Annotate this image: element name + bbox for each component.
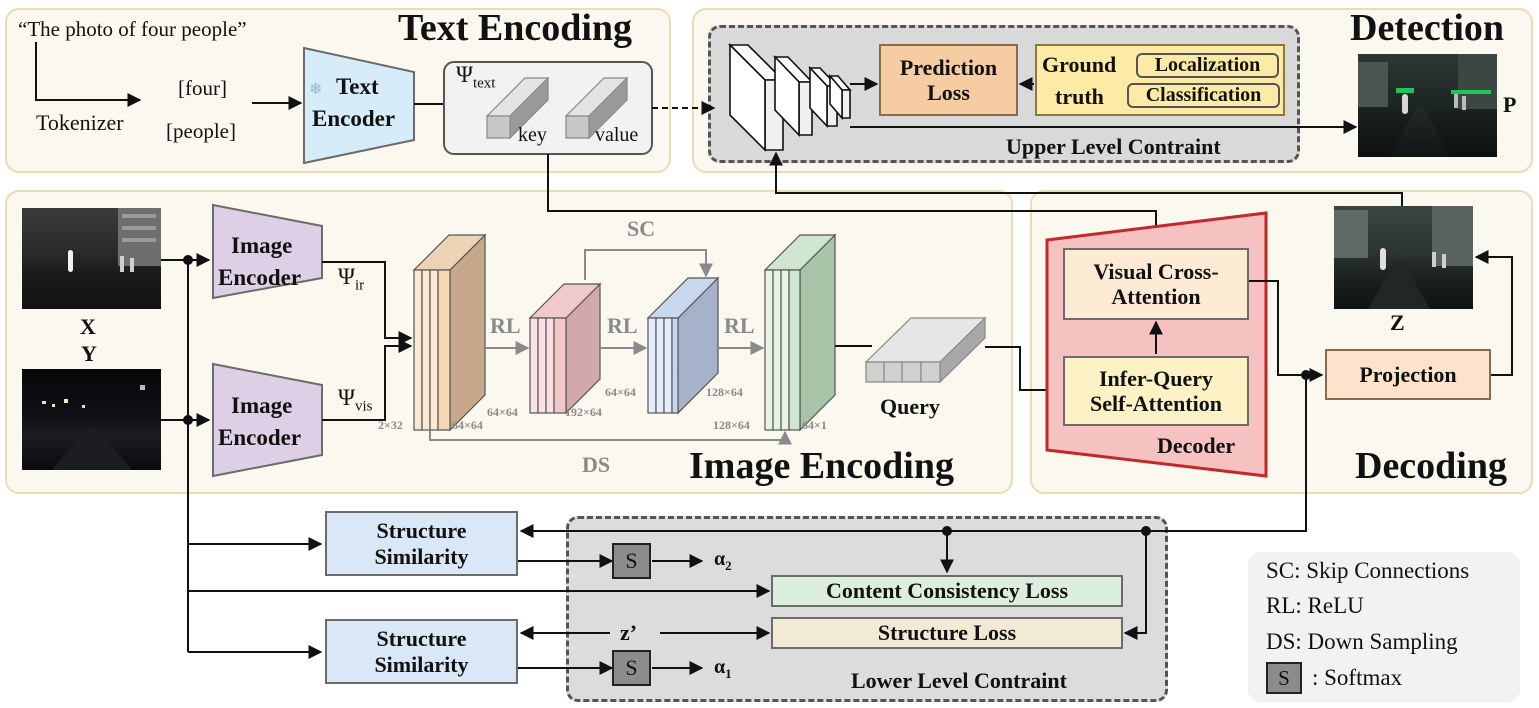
query-block-shape <box>864 316 987 384</box>
image-encoder-1-label-2: Encoder <box>218 265 302 290</box>
value-label: value <box>595 124 639 146</box>
ground-truth-label-2: truth <box>1055 84 1104 109</box>
decoder-label: Decoder <box>1157 433 1236 458</box>
lower-constraint-label: Lower Level Contraint <box>851 668 1067 693</box>
tokenizer-label: Tokenizer <box>36 110 124 135</box>
text-encoder-label-2: Encoder <box>312 106 396 131</box>
dim-label: 128×64 <box>706 385 743 399</box>
sc-label: SC <box>627 216 656 241</box>
image-encoder-2-label-1: Image <box>231 393 293 418</box>
dim-label: 128×64 <box>713 418 750 432</box>
output-z-label: Z <box>1390 310 1405 335</box>
detection-output-image <box>1358 54 1497 157</box>
output-p-label: P <box>1503 92 1517 117</box>
alpha-1-label: α1 <box>714 656 732 681</box>
cross-attention-box: Visual Cross-Attention <box>1063 248 1249 320</box>
rl-label-2: RL <box>607 313 638 338</box>
rl-label-1: RL <box>490 313 521 338</box>
snowflake-icon: ❄ <box>309 81 323 98</box>
alpha-2-label: α2 <box>714 548 732 573</box>
image-encoding-panel <box>5 190 1013 494</box>
psi-vis-label: Ψvis <box>338 385 373 415</box>
classification-tag: Classification <box>1127 83 1280 108</box>
junction-dot <box>183 255 193 265</box>
dim-label: 64×64 <box>605 385 636 399</box>
relu-arrows <box>429 249 792 445</box>
image-encoder-2-label-2: Encoder <box>218 425 302 450</box>
detector-network-shape <box>728 43 852 152</box>
input-connections <box>160 253 771 659</box>
lower-arrows <box>518 554 771 675</box>
decoding-title: Decoding <box>1355 445 1507 487</box>
detection-title: Detection <box>1350 7 1505 49</box>
legend-rl: RL: ReLU <box>1266 593 1364 618</box>
feature-stack-4-shape <box>763 233 837 432</box>
key-label: key <box>518 124 547 146</box>
decoder-to-lower-line <box>519 375 1307 538</box>
projection-to-z-arrow <box>1474 250 1513 376</box>
rl-label-3: RL <box>724 313 755 338</box>
key-bar-shape <box>485 76 550 140</box>
dim-label: 2×32 <box>378 418 403 432</box>
image-encoder-1-shape <box>212 203 323 300</box>
caption-quote: “The photo of four people” <box>18 17 247 41</box>
softmax-box-1: S <box>612 543 651 579</box>
lower-constraint-region <box>566 516 1168 702</box>
junction-dot <box>183 415 193 425</box>
text-encoding-title: Text Encoding <box>398 7 633 49</box>
softmax-box-2: S <box>612 650 651 686</box>
value-bar-shape <box>564 76 629 140</box>
tokenizer-arrow <box>35 42 142 107</box>
fused-output-image <box>1334 206 1473 309</box>
legend-softmax-symbol: S <box>1266 662 1302 694</box>
feature-stack-1-shape <box>412 233 487 432</box>
visible-input-image <box>22 369 161 470</box>
feature-stack-3-shape <box>646 276 720 415</box>
content-consistency-loss-box: Content Consistency Loss <box>771 575 1123 607</box>
input-y-label: Y <box>81 341 97 366</box>
query-to-self-attention-arrow <box>985 346 1062 397</box>
localization-tag: Localization <box>1136 53 1279 78</box>
projection-box: Projection <box>1325 349 1491 400</box>
ds-label: DS <box>582 452 611 477</box>
legend-softmax: : Softmax <box>1312 665 1403 690</box>
upper-constraint-label: Upper Level Contraint <box>1006 134 1221 159</box>
token-four: [four] <box>178 76 227 100</box>
to-structure-loss-arrow <box>1123 531 1147 640</box>
cross-attention-to-projection-line <box>1248 280 1324 382</box>
dim-label: 64×1 <box>802 418 827 432</box>
legend-ds: DS: Down Sampling <box>1266 629 1458 654</box>
text-encoder-shape <box>303 46 415 165</box>
psi-ir-label: Ψir <box>338 264 365 294</box>
input-x-label: X <box>80 314 96 339</box>
z-to-detector-arrow <box>769 151 1403 206</box>
dim-label: 64×64 <box>452 418 483 432</box>
psi-text-label: Ψtext <box>456 62 496 92</box>
z-prime-label: z’ <box>620 620 638 645</box>
dim-label: 64×64 <box>487 405 518 419</box>
ground-truth-box <box>1035 44 1285 116</box>
dim-label: 192×64 <box>565 405 602 419</box>
image-encoding-title: Image Encoding <box>689 445 954 487</box>
query-label: Query <box>880 394 940 419</box>
image-encoder-1-label-1: Image <box>231 233 293 258</box>
feature-stack-2-shape <box>528 282 602 415</box>
ground-truth-label-1: Ground <box>1042 52 1117 77</box>
image-encoder-2-shape <box>212 362 323 478</box>
structure-loss-box: Structure Loss <box>771 617 1123 649</box>
legend-sc: SC: Skip Connections <box>1266 558 1470 583</box>
infrared-input-image <box>22 208 161 309</box>
token-people: [people] <box>166 119 236 143</box>
text-encoder-label-1: Text <box>336 74 379 99</box>
